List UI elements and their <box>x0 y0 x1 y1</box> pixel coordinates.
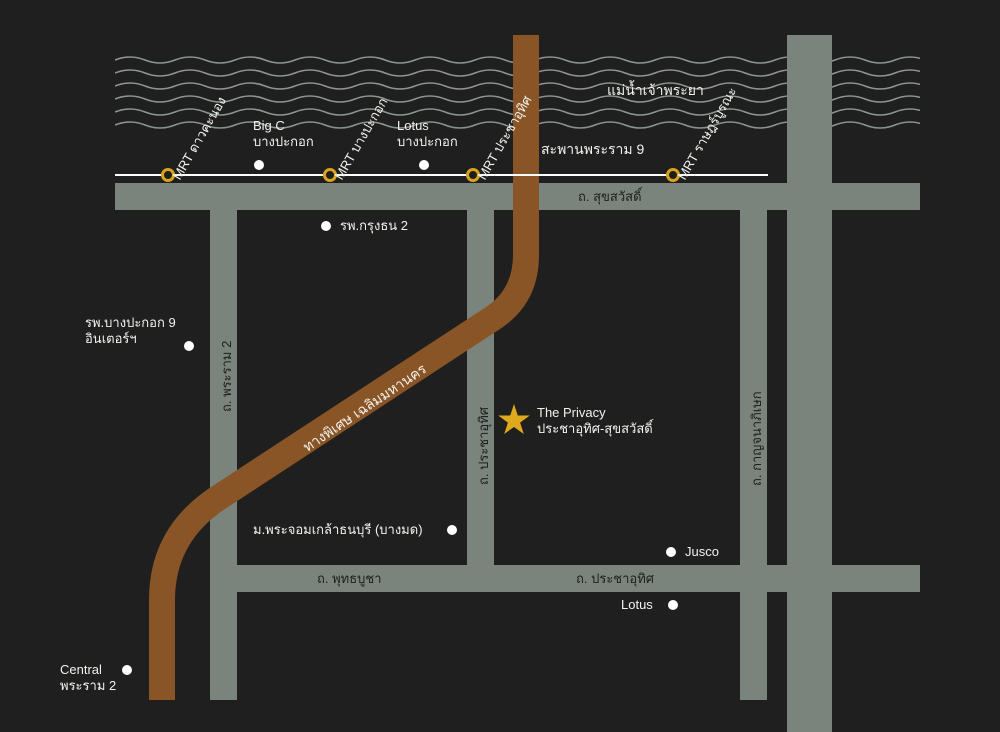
rail-stations <box>161 168 680 182</box>
poi-bigc-line1: Big C <box>253 118 285 133</box>
poi-lotus-top-label: Lotus บางปะกอก <box>397 118 458 150</box>
station-dao-khanong <box>161 168 175 182</box>
roads <box>115 35 920 732</box>
road-pracha-uthit-vertical <box>467 183 494 568</box>
road-outer-vertical <box>787 35 832 732</box>
road-kanchanaphisek <box>740 183 767 700</box>
poi-central-line2: พระราม 2 <box>60 678 117 693</box>
poi-lotus-top-line2: บางปะกอก <box>397 134 458 149</box>
poi-kmutt-label: ม.พระจอมเกล้าธนบุรี (บางมด) <box>253 522 423 537</box>
road-kanchanaphisek-label: ถ. กาญจนาภิเษก <box>749 391 764 486</box>
project-location: ประชาอุทิศ-สุขสวัสดิ์ <box>537 421 653 436</box>
river-label: แม่น้ำเจ้าพระยา <box>607 82 704 98</box>
poi-bangpakok-label: รพ.บางปะกอก 9 อินเตอร์ฯ <box>85 315 176 347</box>
station-pracha-uthit <box>466 168 480 182</box>
expressway <box>149 35 539 700</box>
poi-kmutt-dot <box>447 525 457 535</box>
poi-bigc-label: Big C บางปะกอก <box>253 118 314 150</box>
poi-lotus-top-dot <box>419 160 429 170</box>
poi-bangpakok-dot <box>184 341 194 351</box>
poi-central-label: Central พระราม 2 <box>60 662 116 694</box>
poi-dots <box>122 160 678 675</box>
station-bang-pakok <box>323 168 337 182</box>
poi-krungthon-dot <box>321 221 331 231</box>
bridge-label: สะพานพระราม 9 <box>541 141 645 157</box>
poi-krungthon-label: รพ.กรุงธน 2 <box>340 218 409 233</box>
project-name: The Privacy <box>537 405 606 420</box>
poi-central-dot <box>122 665 132 675</box>
project-label: The Privacy ประชาอุทิศ-สุขสวัสดิ์ <box>537 405 653 437</box>
poi-lotus-bottom-dot <box>668 600 678 610</box>
road-phutthabucha-label: ถ. พุทธบูชา <box>317 571 382 586</box>
station-rat-burana <box>666 168 680 182</box>
road-rama2 <box>210 183 237 700</box>
poi-bangpakok-line1: รพ.บางปะกอก 9 <box>85 315 176 330</box>
road-pracha-uthit-horizontal <box>237 565 920 592</box>
road-suksawat-label: ถ. สุขสวัสดิ์ <box>578 189 642 204</box>
poi-bigc-dot <box>254 160 264 170</box>
poi-central-line1: Central <box>60 662 102 677</box>
poi-jusco-label: Jusco <box>685 544 719 559</box>
road-rama2-label: ถ. พระราม 2 <box>219 340 234 412</box>
road-pracha-uthit-h-label: ถ. ประชาอุทิศ <box>576 571 655 586</box>
poi-jusco-dot <box>666 547 676 557</box>
project-star-icon <box>498 404 530 434</box>
poi-bangpakok-line2: อินเตอร์ฯ <box>85 331 137 346</box>
poi-lotus-bottom-label: Lotus <box>621 597 653 612</box>
poi-bigc-line2: บางปะกอก <box>253 134 314 149</box>
road-pracha-uthit-v-label: ถ. ประชาอุทิศ <box>476 406 491 485</box>
poi-lotus-top-line1: Lotus <box>397 118 429 133</box>
